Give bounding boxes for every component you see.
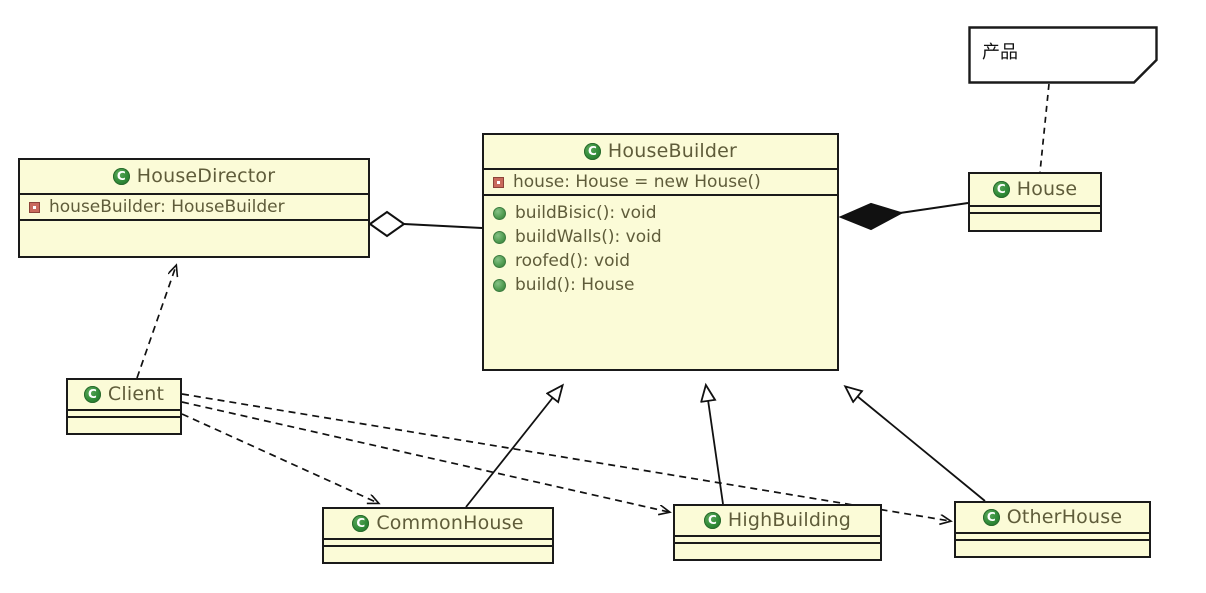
hollow-diamond-marker [368, 210, 406, 238]
attributes-compartment-client [68, 409, 180, 416]
class-name-label: CommonHouse [376, 512, 524, 534]
class-title-client: Client [68, 380, 180, 409]
note-shape [968, 26, 1158, 84]
method-row: buildBisic(): void [484, 201, 837, 225]
class-box-otherhouse[interactable]: OtherHouse [954, 501, 1151, 558]
method-row: buildWalls(): void [484, 225, 837, 249]
attribute-row: houseBuilder: HouseBuilder [20, 195, 368, 219]
private-field-icon [493, 176, 504, 188]
class-name-label: HighBuilding [727, 509, 852, 531]
methods-compartment-housebuilder: buildBisic(): void buildWalls(): void ro… [484, 194, 837, 303]
class-box-highbuilding[interactable]: HighBuilding [673, 504, 882, 561]
edge-generalization-commonhouse-builder [465, 386, 562, 508]
class-name-label: HouseBuilder [607, 140, 738, 162]
class-box-housebuilder[interactable]: HouseBuilder house: House = new House() … [482, 133, 839, 371]
class-icon [112, 167, 130, 185]
attribute-label: houseBuilder: HouseBuilder [49, 197, 285, 217]
attributes-compartment-housebuilder: house: House = new House() [484, 168, 837, 194]
methods-compartment-highbuilding [675, 542, 880, 549]
method-row: roofed(): void [484, 249, 837, 273]
methods-compartment-house [970, 212, 1100, 219]
class-icon [83, 385, 101, 403]
method-icon [493, 206, 506, 220]
method-icon [493, 254, 506, 268]
methods-compartment-client [68, 416, 180, 423]
attributes-compartment-commonhouse [324, 538, 552, 545]
class-box-house[interactable]: House [968, 172, 1102, 232]
note-product: 产品 [968, 26, 1158, 84]
class-title-commonhouse: CommonHouse [324, 509, 552, 538]
method-icon [493, 230, 506, 244]
method-label: roofed(): void [515, 251, 631, 271]
class-box-client[interactable]: Client [66, 378, 182, 435]
edge-generalization-highbuilding-builder [706, 386, 724, 505]
class-icon [982, 508, 1000, 526]
class-name-label: House [1016, 178, 1078, 200]
method-row: build(): House [484, 273, 837, 297]
edge-dependency-client-otherhouse [181, 393, 950, 521]
methods-compartment-commonhouse [324, 545, 552, 552]
class-icon [583, 142, 601, 160]
filled-diamond-marker [838, 202, 904, 231]
method-label: build(): House [515, 275, 635, 295]
methods-compartment-otherhouse [956, 539, 1149, 546]
note-product-text: 产品 [982, 42, 1018, 63]
class-title-otherhouse: OtherHouse [956, 503, 1149, 532]
attributes-compartment-otherhouse [956, 532, 1149, 539]
edge-dependency-client-highbuilding [181, 401, 669, 512]
class-title-housedirector: HouseDirector [20, 160, 368, 193]
attribute-row: house: House = new House() [484, 170, 837, 194]
attribute-label: house: House = new House() [513, 172, 761, 192]
method-label: buildBisic(): void [515, 203, 657, 223]
class-name-label: HouseDirector [136, 165, 276, 187]
class-icon [992, 180, 1010, 198]
edge-generalization-otherhouse-builder [846, 387, 986, 502]
edge-dependency-client-director [136, 266, 176, 379]
method-label: buildWalls(): void [515, 227, 662, 247]
class-title-housebuilder: HouseBuilder [484, 135, 837, 168]
class-name-label: OtherHouse [1006, 506, 1123, 528]
private-field-icon [29, 201, 40, 213]
edge-note-link-product-house [1039, 83, 1050, 173]
class-title-house: House [970, 174, 1100, 205]
method-icon [493, 278, 506, 292]
attributes-compartment-housedirector: houseBuilder: HouseBuilder [20, 193, 368, 219]
attributes-compartment-house [970, 205, 1100, 212]
edge-composition-builder-house [838, 202, 969, 231]
edge-dependency-client-commonhouse [181, 413, 378, 503]
attributes-compartment-highbuilding [675, 535, 880, 542]
methods-compartment-housedirector [20, 219, 368, 226]
class-icon [703, 511, 721, 529]
class-box-housedirector[interactable]: HouseDirector houseBuilder: HouseBuilder [18, 158, 370, 258]
class-icon [352, 514, 370, 532]
class-title-highbuilding: HighBuilding [675, 506, 880, 535]
edge-aggregation-director-builder [368, 210, 483, 238]
class-box-commonhouse[interactable]: CommonHouse [322, 507, 554, 564]
class-name-label: Client [107, 383, 165, 405]
